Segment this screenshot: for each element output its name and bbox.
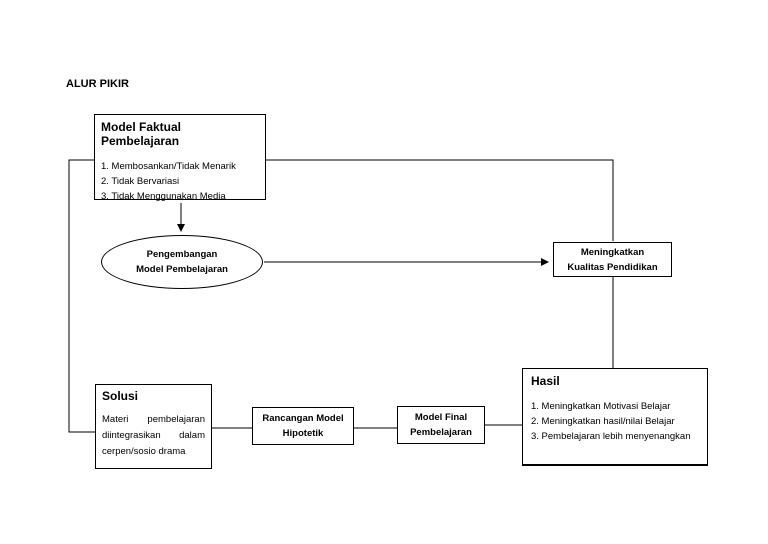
connector-faktual-to-meningkatkan: [265, 159, 614, 241]
solusi-text-line2: diintegrasikan dalam: [102, 430, 205, 441]
list-item: 2. Tidak Bervariasi: [101, 176, 180, 187]
hasil-title: Hasil: [531, 374, 560, 388]
pengembangan-line2: Model Pembelajaran: [136, 264, 228, 275]
solusi-title: Solusi: [102, 389, 139, 403]
meningkatkan-line1: Meningkatkan: [580, 246, 645, 258]
list-item: 3. Tidak Menggunakan Media: [101, 191, 226, 202]
list-item: 2. Meningkatkan hasil/nilai Belajar: [531, 416, 675, 427]
rancangan-line2: Hipotetik: [282, 428, 324, 439]
hasil-box: Hasil 1. Meningkatkan Motivasi Belajar 2…: [522, 368, 708, 466]
model-faktual-list: 1. Membosankan/Tidak Menarik 2. Tidak Be…: [101, 159, 259, 204]
model-faktual-title: Model Faktual Pembelajaran: [101, 120, 182, 148]
pengembangan-ellipse: Pengembangan Model Pembelajaran: [101, 235, 263, 289]
solusi-text-line3: cerpen/sosio drama: [102, 446, 186, 457]
connector-faktual-to-solusi: [68, 159, 95, 433]
list-item: 1. Membosankan/Tidak Menarik: [101, 161, 236, 172]
model-faktual-box: Model Faktual Pembelajaran 1. Membosanka…: [94, 114, 266, 202]
rancangan-line1: Rancangan Model: [262, 413, 344, 424]
meningkatkan-line2: Kualitas Pendidikan: [567, 261, 658, 273]
solusi-text: Materi pembelajaran diintegrasikan dalam…: [102, 412, 205, 460]
model-final-box: Model Final Pembelajaran: [397, 406, 485, 444]
model-final-line2: Pembelajaran: [410, 427, 472, 438]
pengembangan-line1: Pengembangan: [146, 249, 218, 260]
rancangan-box: Rancangan Model Hipotetik: [252, 407, 354, 445]
list-item: 1. Meningkatkan Motivasi Belajar: [531, 401, 671, 412]
solusi-box: Solusi Materi pembelajaran diintegrasika…: [95, 384, 212, 469]
meningkatkan-box: Meningkatkan Kualitas Pendidikan: [553, 242, 672, 277]
hasil-list: 1. Meningkatkan Motivasi Belajar 2. Meni…: [531, 399, 699, 444]
model-final-line1: Model Final: [414, 412, 468, 423]
solusi-text-line1: Materi pembelajaran: [102, 414, 205, 425]
page-title: ALUR PIKIR: [66, 78, 129, 90]
list-item: 3. Pembelajaran lebih menyenangkan: [531, 431, 691, 442]
